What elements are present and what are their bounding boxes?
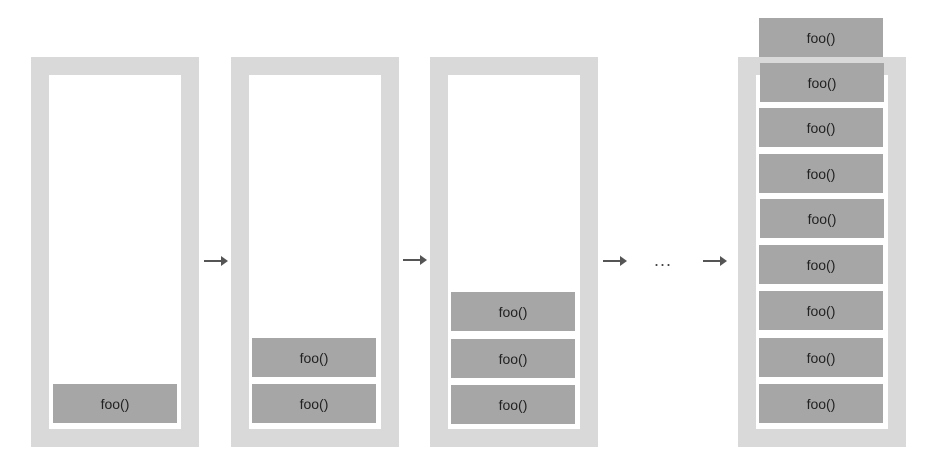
stack-frame: foo()	[252, 338, 376, 377]
call-stack-1	[31, 57, 199, 447]
stack-frame-overflow: foo()	[759, 18, 883, 57]
stack-frame: foo()	[451, 385, 575, 424]
call-stack-3	[430, 57, 598, 447]
arrow-icon	[703, 256, 727, 266]
stack-frame: foo()	[53, 384, 177, 423]
stack-frame: foo()	[759, 108, 883, 147]
stack-frame: foo()	[759, 291, 883, 330]
arrow-icon	[603, 256, 627, 266]
stack-frame: foo()	[451, 292, 575, 331]
stack-frame: foo()	[759, 154, 883, 193]
arrow-icon	[403, 255, 427, 265]
ellipsis-text: ...	[654, 250, 673, 270]
stack-frame: foo()	[759, 245, 883, 284]
arrow-icon	[204, 256, 228, 266]
stack-frame: foo()	[760, 199, 884, 238]
stack-frame: foo()	[760, 63, 884, 102]
stack-frame: foo()	[252, 384, 376, 423]
stack-frame: foo()	[759, 384, 883, 423]
call-stack-2	[231, 57, 399, 447]
stack-frame: foo()	[759, 338, 883, 377]
stack-frame: foo()	[451, 339, 575, 378]
